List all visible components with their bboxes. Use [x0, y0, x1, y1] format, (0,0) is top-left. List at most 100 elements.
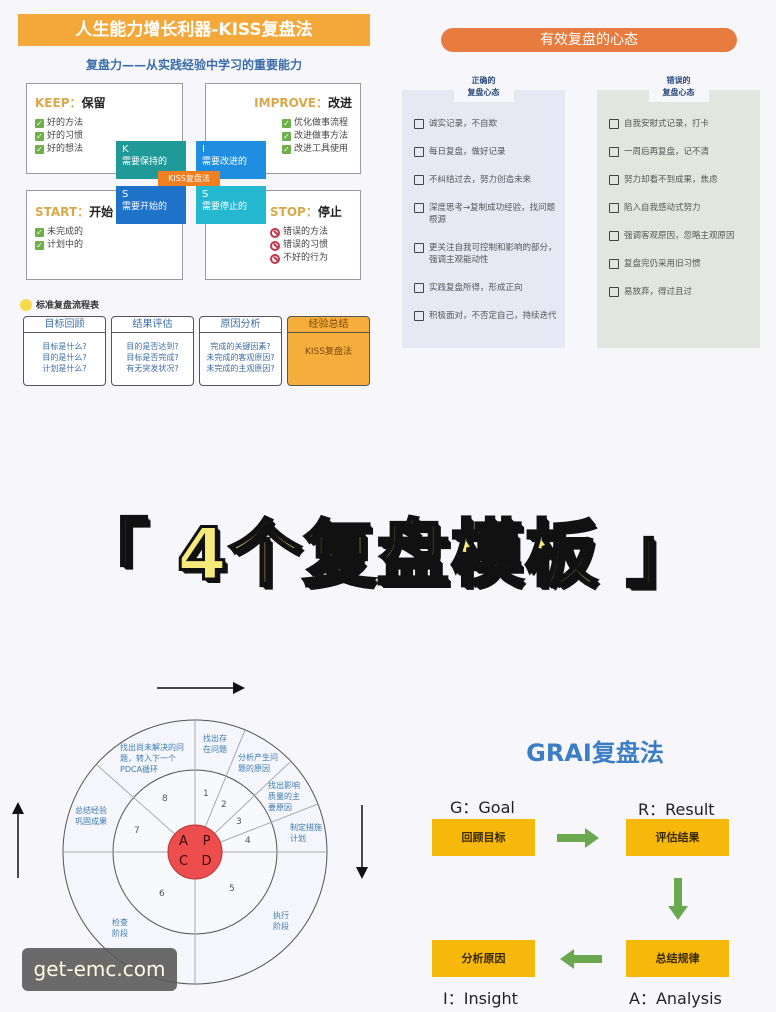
mindset-title: 有效复盘的心态: [441, 28, 737, 52]
kiss-subtitle: 复盘力——从实践经验中学习的重要能力: [85, 58, 302, 72]
stop-box: STOP：停止 错误的方法 错误的习惯 不好的行为: [205, 190, 361, 280]
checkbox-icon: [414, 147, 424, 157]
pdca-label-step4: 制定措施计划: [290, 823, 322, 843]
checkbox-icon: [414, 203, 424, 213]
checkbox-icon: [609, 231, 619, 241]
kiss-center-badge: KISS复盘法: [158, 171, 220, 186]
list-item: ✓好的方法: [35, 118, 84, 128]
list-item: ✓优化做事流程: [282, 118, 349, 128]
watermark: get-emc.com: [22, 948, 177, 991]
checkbox-icon: [609, 259, 619, 269]
list-item: 易放弃，得过且过: [609, 286, 752, 298]
list-item: 不纠结过去，努力创造未来: [414, 174, 557, 186]
list-item: ✓未完成的: [35, 227, 84, 237]
checkmark-icon: ✓: [282, 145, 291, 154]
keep-box: KEEP：保留 ✓好的方法 ✓好的习惯 ✓好的想法: [26, 83, 183, 174]
list-item: 努力却看不到成果，焦虑: [609, 174, 752, 186]
checkbox-icon: [609, 147, 619, 157]
flow-card-summary: 经验总结 KISS复盘法: [287, 316, 370, 386]
checkmark-icon: ✓: [282, 119, 291, 128]
list-item: 错误的习惯: [270, 239, 352, 252]
checkbox-icon: [414, 119, 424, 129]
list-item: 一周后再复盘，记不清: [609, 146, 752, 158]
grai-goal-box: 回顾目标: [432, 819, 535, 856]
pdca-label-step7: 总结经验巩固成果: [75, 806, 107, 826]
stop-heading: STOP：停止: [270, 205, 342, 219]
pdca-label-step1: 找出存在问题: [203, 734, 227, 754]
list-item: ✓改进工具使用: [282, 144, 349, 154]
grai-analysis-box: 总结规律: [626, 940, 729, 977]
grai-insight-box: 分析原因: [432, 940, 535, 977]
banner-title: 「 4个复盘模板 」: [74, 511, 701, 598]
pdca-label-check: 检查阶段: [112, 918, 128, 938]
checkbox-icon: [414, 311, 424, 321]
arrow-down-icon: [668, 878, 688, 920]
pdca-wheel-diagram: [12, 682, 368, 985]
grai-result-label: R：Result: [638, 800, 715, 819]
step-number: 4: [245, 836, 251, 846]
list-item: 更关注自我可控制和影响的部分，强调主观能动性: [414, 242, 557, 266]
prohibited-icon: [270, 240, 280, 251]
pdca-label-step8: 找出尚未解决的问题，转入下一个PDCA循环: [120, 743, 184, 774]
step-number: 5: [229, 884, 235, 894]
improve-heading: IMPROVE：改进: [254, 96, 352, 110]
correct-mindset-tab: 正确的复盘心态: [453, 72, 514, 102]
list-item: ✓好的习惯: [35, 131, 84, 141]
pdca-label-execute: 执行阶段: [273, 911, 289, 931]
keep-heading: KEEP：保留: [35, 96, 106, 110]
flow-card-result-eval: 结果评估 目的是否达到?目标是否完成?有无突发状况?: [111, 316, 194, 386]
prohibited-icon: [270, 227, 280, 238]
list-item: 陷入自我感动式努力: [609, 202, 752, 214]
grai-insight-label: I：Insight: [443, 989, 518, 1008]
grai-goal-label: G：Goal: [450, 798, 515, 817]
grai-result-box: 评估结果: [626, 819, 729, 856]
list-item: 深度思考→复制成功经验，找问题根源: [414, 202, 557, 226]
checkbox-icon: [609, 287, 619, 297]
list-item: 强调客观原因，忽略主观原因: [609, 230, 752, 242]
checkbox-icon: [609, 203, 619, 213]
step-number: 6: [159, 889, 165, 899]
checkmark-icon: ✓: [35, 145, 44, 154]
grai-analysis-label: A：Analysis: [629, 989, 722, 1008]
flow-heading: 标准复盘流程表: [20, 298, 99, 311]
step-number: 3: [236, 817, 242, 827]
list-item: 不好的行为: [270, 252, 352, 265]
wrong-mindset-tab: 错误的复盘心态: [648, 72, 709, 102]
checkbox-icon: [609, 119, 619, 129]
kiss-title: 人生能力增长利器-KISS复盘法: [18, 14, 370, 46]
checkbox-icon: [414, 283, 424, 293]
checkbox-icon: [609, 175, 619, 185]
step-number: 7: [134, 826, 140, 836]
checkmark-icon: ✓: [35, 228, 44, 237]
grai-title: GRAI复盘法: [526, 739, 664, 767]
step-number: 1: [203, 789, 209, 799]
step-number: 2: [221, 800, 227, 810]
step-number: 8: [162, 794, 168, 804]
prohibited-icon: [270, 253, 280, 264]
list-item: 积极面对，不否定自己，持续迭代: [414, 310, 557, 322]
arrow-right-icon: [557, 828, 599, 848]
list-item: ✓好的想法: [35, 144, 84, 154]
list-item: 复盘完仍采用旧习惯: [609, 258, 752, 270]
checkbox-icon: [414, 243, 424, 253]
pdca-label-step2: 分析产生问题的原因: [238, 753, 278, 773]
list-item: 错误的方法: [270, 226, 352, 239]
start-heading: START：开始: [35, 205, 114, 219]
list-item: 实践复盘所得，形成正向: [414, 282, 557, 294]
checkmark-icon: ✓: [35, 119, 44, 128]
correct-mindset-column: 正确的复盘心态 诚实记录，不自欺 每日复盘，做好记录 不纠结过去，努力创造未来 …: [402, 72, 565, 348]
flow-card-goal-review: 目标回顾 目标是什么?目的是什么?计划是什么?: [23, 316, 106, 386]
list-item: 自我安慰式记录，打卡: [609, 118, 752, 130]
checkmark-icon: ✓: [282, 132, 291, 141]
pdca-center-circle: [167, 824, 223, 880]
checkmark-icon: ✓: [35, 132, 44, 141]
list-item: ✓改进做事方法: [282, 131, 349, 141]
checkbox-icon: [414, 175, 424, 185]
list-item: 每日复盘，做好记录: [414, 146, 557, 158]
wrong-mindset-column: 错误的复盘心态 自我安慰式记录，打卡 一周后再复盘，记不清 努力却看不到成果，焦…: [597, 72, 760, 348]
lightbulb-icon: [20, 298, 32, 311]
